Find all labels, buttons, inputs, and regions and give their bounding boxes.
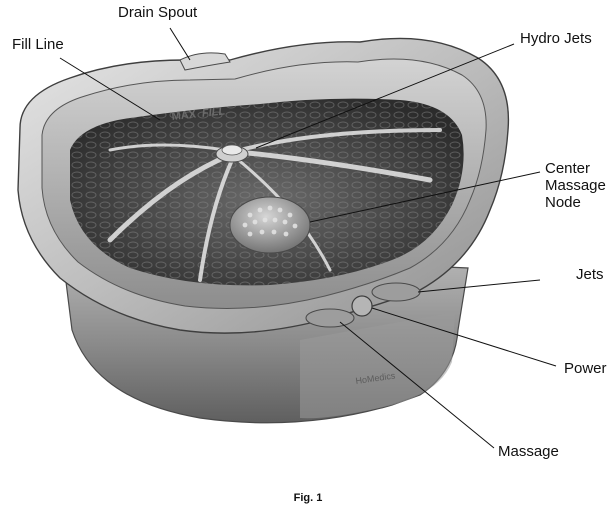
jets-button[interactable] xyxy=(371,282,421,302)
leader-jets xyxy=(417,279,541,293)
label-jets: Jets xyxy=(576,266,604,283)
label-center-line-3: Node xyxy=(545,194,581,211)
leader-center-massage-node xyxy=(309,171,541,223)
leader-power xyxy=(371,307,557,367)
jet-streams xyxy=(107,128,442,282)
control-panel xyxy=(305,282,421,328)
leader-massage xyxy=(339,321,495,449)
leader-hydro-jets xyxy=(255,43,515,149)
label-hydro-jets: Hydro Jets xyxy=(520,30,592,47)
label-fill-line: Fill Line xyxy=(12,36,64,53)
power-button[interactable] xyxy=(351,295,373,317)
base-front-panel xyxy=(300,312,455,419)
label-center-massage-node: Center Massage Node xyxy=(545,160,606,211)
drain-spout-shape xyxy=(179,52,231,71)
label-drain-spout: Drain Spout xyxy=(118,4,198,21)
leader-fill-line xyxy=(59,57,161,121)
figure-caption: Fig. 1 xyxy=(293,492,323,504)
label-massage: Massage xyxy=(498,443,559,460)
max-text: MAX xyxy=(171,108,197,123)
leader-lines xyxy=(59,27,557,449)
label-center-line-2: Massage xyxy=(545,177,606,194)
massage-button[interactable] xyxy=(305,308,355,328)
label-center-line-1: Center xyxy=(545,160,591,177)
label-power: Power xyxy=(564,360,607,377)
hydro-jet-hub xyxy=(215,144,249,163)
center-massage-node xyxy=(229,196,311,254)
leader-drain-spout xyxy=(169,27,191,61)
